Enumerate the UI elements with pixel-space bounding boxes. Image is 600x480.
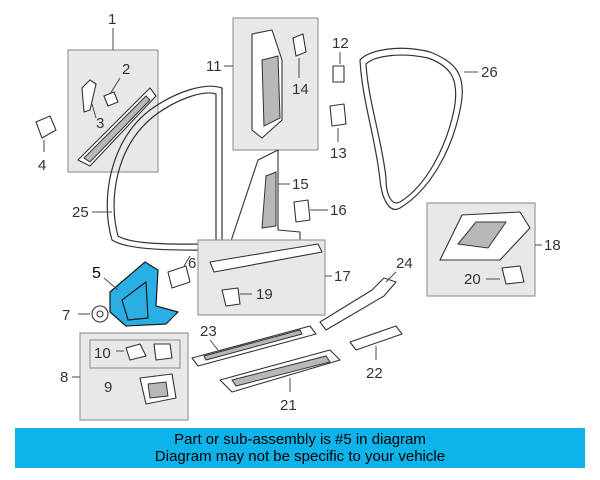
group-box-1 xyxy=(67,28,159,173)
scuff-plate-17 xyxy=(209,243,323,273)
part-info-banner: Part or sub-assembly is #5 in diagram Di… xyxy=(15,428,585,468)
part-16 xyxy=(293,199,328,223)
part-24-scuff xyxy=(319,271,397,331)
part-12 xyxy=(332,65,345,83)
part-26-seal xyxy=(359,47,478,210)
part-6 xyxy=(167,255,191,289)
callout-24: 24 xyxy=(396,255,413,272)
part-7 xyxy=(78,305,109,323)
callout-labels: 1 2 3 4 5 6 7 8 9 10 11 12 13 14 15 16 1… xyxy=(38,11,561,414)
part-25-seal xyxy=(92,85,223,251)
group-box-18 xyxy=(426,202,542,297)
callout-25: 25 xyxy=(72,204,89,221)
callout-5: 5 xyxy=(92,265,101,282)
banner-line-2: Diagram may not be specific to your vehi… xyxy=(154,448,446,465)
bulb-part-10 xyxy=(125,343,147,361)
callout-13: 13 xyxy=(330,145,347,162)
callout-23: 23 xyxy=(200,323,217,340)
part-4 xyxy=(35,115,57,152)
callout-18: 18 xyxy=(544,237,561,254)
callout-15: 15 xyxy=(292,176,309,193)
callout-19: 19 xyxy=(256,286,273,303)
group-box-8 xyxy=(72,332,189,421)
callout-7: 7 xyxy=(62,307,70,324)
callout-16: 16 xyxy=(330,202,347,219)
parts-12-13 xyxy=(329,52,347,142)
callout-9: 9 xyxy=(104,379,112,396)
part-21-sill xyxy=(219,349,341,393)
callout-8: 8 xyxy=(60,369,68,386)
group-box-17 xyxy=(197,239,332,316)
exploded-parts-diagram: 1 2 3 4 5 6 7 8 9 10 11 12 13 14 15 16 1… xyxy=(35,11,561,421)
group-box-11 xyxy=(224,17,319,151)
callout-26: 26 xyxy=(481,64,498,81)
clip-part-3 xyxy=(81,79,97,113)
callout-11: 11 xyxy=(206,58,222,75)
callout-10: 10 xyxy=(94,345,111,362)
callout-20: 20 xyxy=(464,271,481,288)
callout-6: 6 xyxy=(188,255,196,272)
callout-22: 22 xyxy=(366,365,383,382)
callout-21: 21 xyxy=(280,397,297,414)
callout-2: 2 xyxy=(122,61,130,78)
clip-part-20 xyxy=(501,265,525,285)
callout-12: 12 xyxy=(332,35,349,52)
callout-1: 1 xyxy=(108,11,116,28)
part-22-trim xyxy=(349,325,403,360)
part-13 xyxy=(329,103,347,127)
banner-line-1: Part or sub-assembly is #5 in diagram xyxy=(174,431,426,448)
clip-part-14 xyxy=(292,33,307,57)
clip-part-19 xyxy=(221,287,241,307)
lamp-socket xyxy=(153,343,173,361)
callout-14: 14 xyxy=(292,81,309,98)
part-15-pillar-lower xyxy=(225,149,301,257)
callout-4: 4 xyxy=(38,157,46,174)
part-23-sill xyxy=(191,325,317,367)
callout-17: 17 xyxy=(334,268,351,285)
part-5-highlighted[interactable] xyxy=(103,261,179,327)
callout-3: 3 xyxy=(96,115,104,132)
